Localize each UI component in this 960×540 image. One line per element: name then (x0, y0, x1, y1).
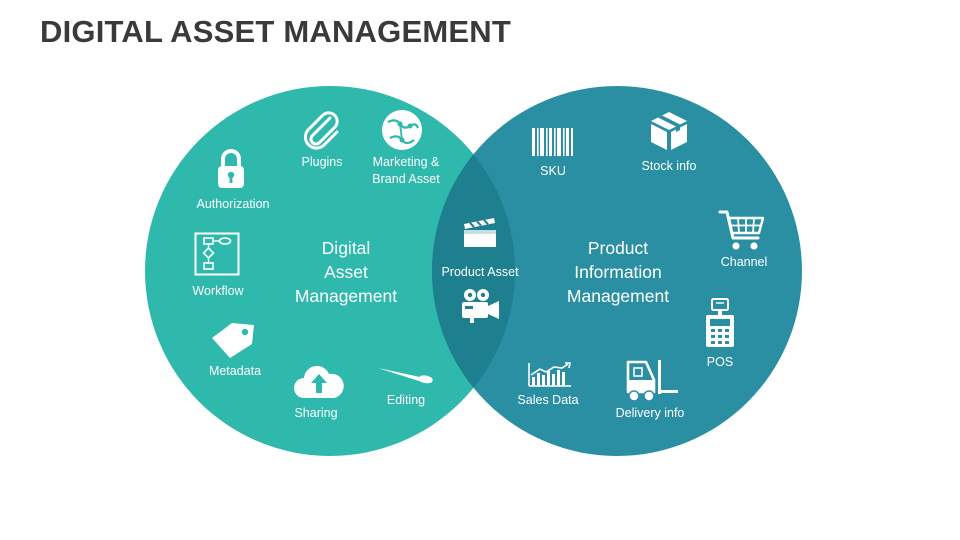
pos-terminal-icon (706, 298, 734, 347)
right-title-line-3: Management (566, 286, 670, 306)
item-workflow-label: Workflow (192, 284, 244, 298)
item-sharing-label: Sharing (294, 406, 338, 420)
flowchart-icon (194, 232, 240, 276)
left-circle-title: Digital Asset Management (295, 236, 397, 308)
right-circle (432, 86, 802, 456)
box-icon (651, 112, 687, 150)
item-stock-info-label: Stock info (641, 159, 697, 173)
left-title-line-2: Asset (324, 262, 368, 282)
paperclip-icon (303, 111, 339, 150)
right-circle-title: Product Information Management (567, 236, 669, 308)
page-title: DIGITAL ASSET MANAGEMENT (40, 14, 511, 49)
right-title-line-2: Information (574, 262, 662, 282)
item-sku-label: SKU (540, 164, 566, 178)
item-metadata-label: Metadata (208, 364, 262, 378)
cloud-upload-icon (294, 365, 344, 398)
right-title-line-1: Product (587, 238, 649, 258)
item-editing-label: Editing (386, 393, 426, 407)
clapperboard-icon (464, 218, 496, 247)
item-marketing-label-line-2: Brand Asset (372, 172, 440, 186)
paintbrush-icon (378, 368, 433, 384)
item-sales-data-label: Sales Data (517, 393, 579, 407)
item-pos-label: POS (706, 355, 734, 369)
left-title-line-3: Management (294, 286, 398, 306)
item-marketing-label: Marketing & Brand Asset (372, 154, 439, 188)
globe-icon (382, 110, 422, 150)
shopping-cart-icon (718, 210, 765, 250)
item-delivery-info-label: Delivery info (615, 406, 685, 420)
forklift-icon (626, 360, 678, 402)
overlap-label: Product Asset (441, 265, 519, 279)
barcode-icon (532, 128, 573, 156)
item-channel-label: Channel (720, 255, 768, 269)
item-authorization-label: Authorization (196, 197, 270, 211)
tag-icon (212, 323, 254, 358)
lock-icon (218, 149, 244, 188)
item-plugins-label: Plugins (301, 155, 343, 169)
video-camera-icon (462, 289, 499, 323)
item-marketing-label-line-1: Marketing & (372, 155, 440, 169)
left-title-line-1: Digital (321, 238, 371, 258)
bar-chart-icon (528, 362, 571, 387)
